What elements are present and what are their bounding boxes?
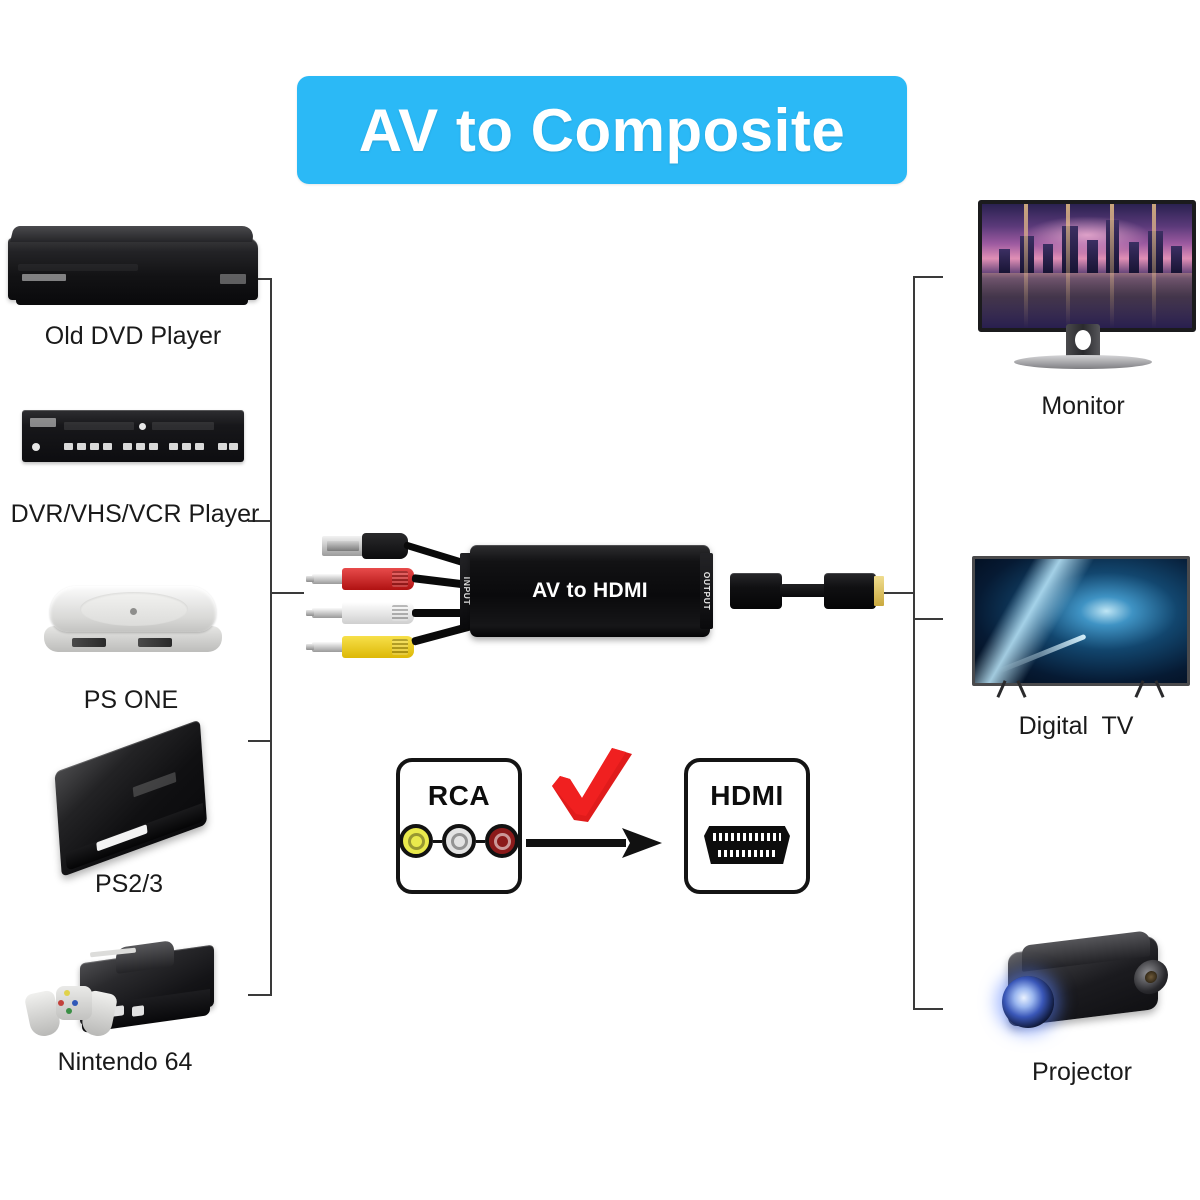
right-arrow-icon (526, 828, 662, 858)
rca-jack-red (485, 824, 519, 858)
device-label-monitor: Monitor (1041, 392, 1125, 420)
rca-caption: RCA (427, 780, 491, 811)
input-bracket-stub-n64 (248, 994, 272, 996)
hdmi-connector-near (730, 573, 782, 609)
device-label-nintendo-64: Nintendo 64 (57, 1048, 193, 1076)
rca-card: RCA (396, 758, 522, 894)
device-digital-tv (972, 556, 1190, 698)
rca-plug-white (306, 602, 500, 624)
hdmi-cable-icon (780, 584, 828, 597)
rca-jack-group (399, 824, 519, 858)
page-title: AV to Composite (358, 96, 846, 164)
usb-connector-icon (322, 536, 368, 556)
hdmi-gold-contact (874, 576, 884, 606)
input-bracket-stub-ps (248, 740, 272, 742)
output-bracket-stub-monitor (913, 276, 943, 278)
input-bracket-vertical (270, 278, 272, 996)
device-ps-one (44, 586, 222, 656)
television-icon (972, 556, 1190, 698)
device-projector (992, 930, 1172, 1050)
dvd-player-icon (8, 226, 258, 305)
hdmi-caption: HDMI (710, 780, 784, 811)
page-title-banner: AV to Composite (297, 76, 907, 184)
input-bracket-to-converter (270, 592, 304, 594)
device-monitor (978, 200, 1196, 375)
output-bracket-stub-tv (913, 618, 943, 620)
device-nintendo-64 (23, 939, 228, 1048)
vcr-player-icon (22, 410, 244, 462)
device-old-dvd-player (8, 226, 258, 305)
nintendo-64-icon (23, 939, 228, 1048)
rca-jack-yellow (399, 824, 433, 858)
red-check-icon (552, 748, 632, 822)
format-comparison: RCA HDMI (396, 748, 816, 898)
rca-plug-yellow (306, 614, 502, 658)
hdmi-port-icon (704, 826, 790, 864)
device-label-ps23: PS2/3 (94, 870, 164, 898)
output-bracket-vertical (913, 276, 915, 1010)
input-bracket-stub-dvd (248, 278, 272, 280)
device-label-ps-one: PS ONE (83, 686, 179, 714)
device-vcr-player (22, 410, 244, 462)
av-to-hdmi-converter: INPUT AV to HDMI OUTPUT (300, 520, 920, 660)
output-label: OUTPUT (701, 571, 712, 611)
playstation-one-icon (44, 586, 222, 656)
output-bracket-stub-projector (913, 1008, 943, 1010)
projector-icon (992, 930, 1172, 1050)
converter-output-port: OUTPUT (700, 553, 713, 629)
input-bracket-stub-vcr (248, 520, 272, 522)
hdmi-connector-far (824, 573, 876, 609)
hdmi-card: HDMI (684, 758, 810, 894)
device-label-digital-tv: Digital TV (1018, 712, 1134, 740)
device-label-vcr-player: DVR/VHS/VCR Player (10, 500, 260, 528)
converter-input-port: INPUT (460, 553, 473, 629)
output-bracket-from-converter (884, 592, 914, 594)
playstation-console-icon (42, 719, 224, 878)
device-label-old-dvd-player: Old DVD Player (44, 322, 222, 350)
usb-cable-head (362, 533, 408, 559)
converter-body-label: AV to HDMI (532, 579, 648, 602)
rca-plug-red (306, 568, 508, 594)
device-ps23 (48, 719, 218, 878)
device-label-projector: Projector (1031, 1058, 1133, 1086)
converter-body: AV to HDMI (470, 545, 710, 637)
computer-monitor-icon (978, 200, 1196, 375)
rca-jack-white (442, 824, 476, 858)
